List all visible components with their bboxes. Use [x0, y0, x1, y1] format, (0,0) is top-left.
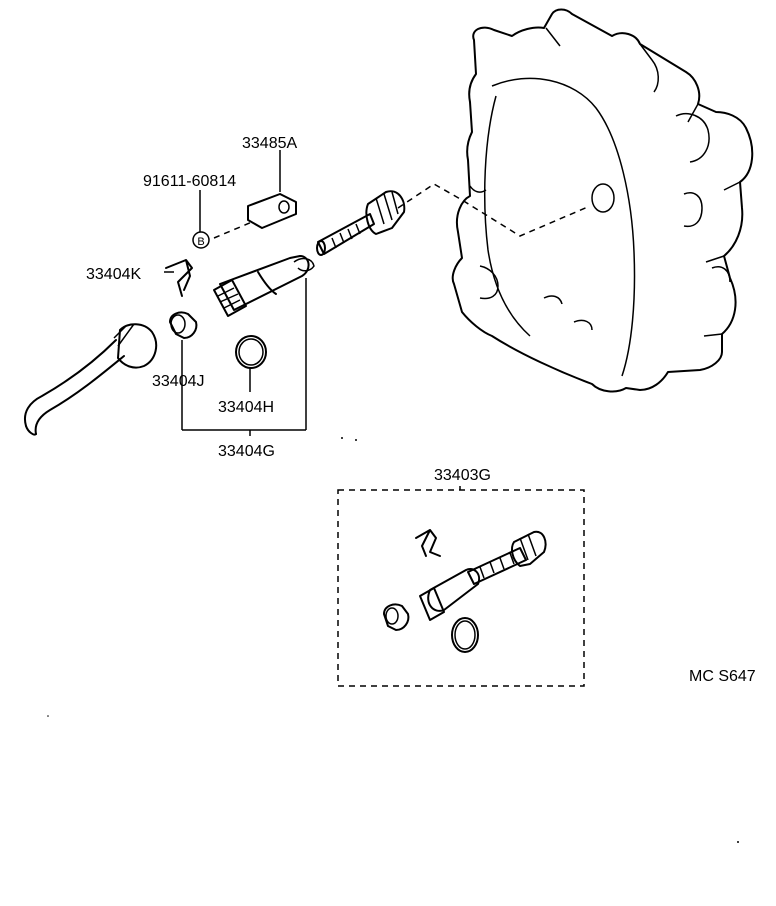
- clip-33404K: [165, 259, 193, 297]
- speedometer-cable: [24, 323, 158, 436]
- sleeve: [213, 255, 315, 317]
- driven-gear: [316, 190, 406, 256]
- leader-lines: [164, 150, 307, 436]
- label-91611-60814: 91611-60814: [143, 173, 236, 190]
- label-33404H: 33404H: [218, 399, 274, 416]
- figure-code: MC S647: [689, 668, 756, 685]
- bolt-marker-icon: [192, 231, 210, 249]
- label-33404J: 33404J: [152, 373, 205, 390]
- label-33403G: 33403G: [434, 467, 491, 484]
- oil-seal-33404J: [169, 311, 198, 339]
- label-33404K: 33404K: [86, 266, 141, 283]
- label-33485A: 33485A: [242, 135, 297, 152]
- scan-dot: [341, 437, 343, 439]
- bolt-dashed-line: [213, 221, 253, 239]
- label-33404G: 33404G: [218, 443, 275, 460]
- bracket-33485A: [247, 193, 297, 229]
- bolt-marker-label: B: [197, 236, 204, 248]
- kit-contents: [383, 529, 547, 653]
- scan-dot: [47, 715, 49, 717]
- kit-33403G-box: [337, 489, 585, 687]
- o-ring-33404H: [235, 335, 267, 369]
- alignment-dashed-line: [397, 183, 591, 237]
- transmission-housing: [451, 8, 754, 393]
- scan-dot: [355, 439, 357, 441]
- scan-dot: [737, 841, 739, 843]
